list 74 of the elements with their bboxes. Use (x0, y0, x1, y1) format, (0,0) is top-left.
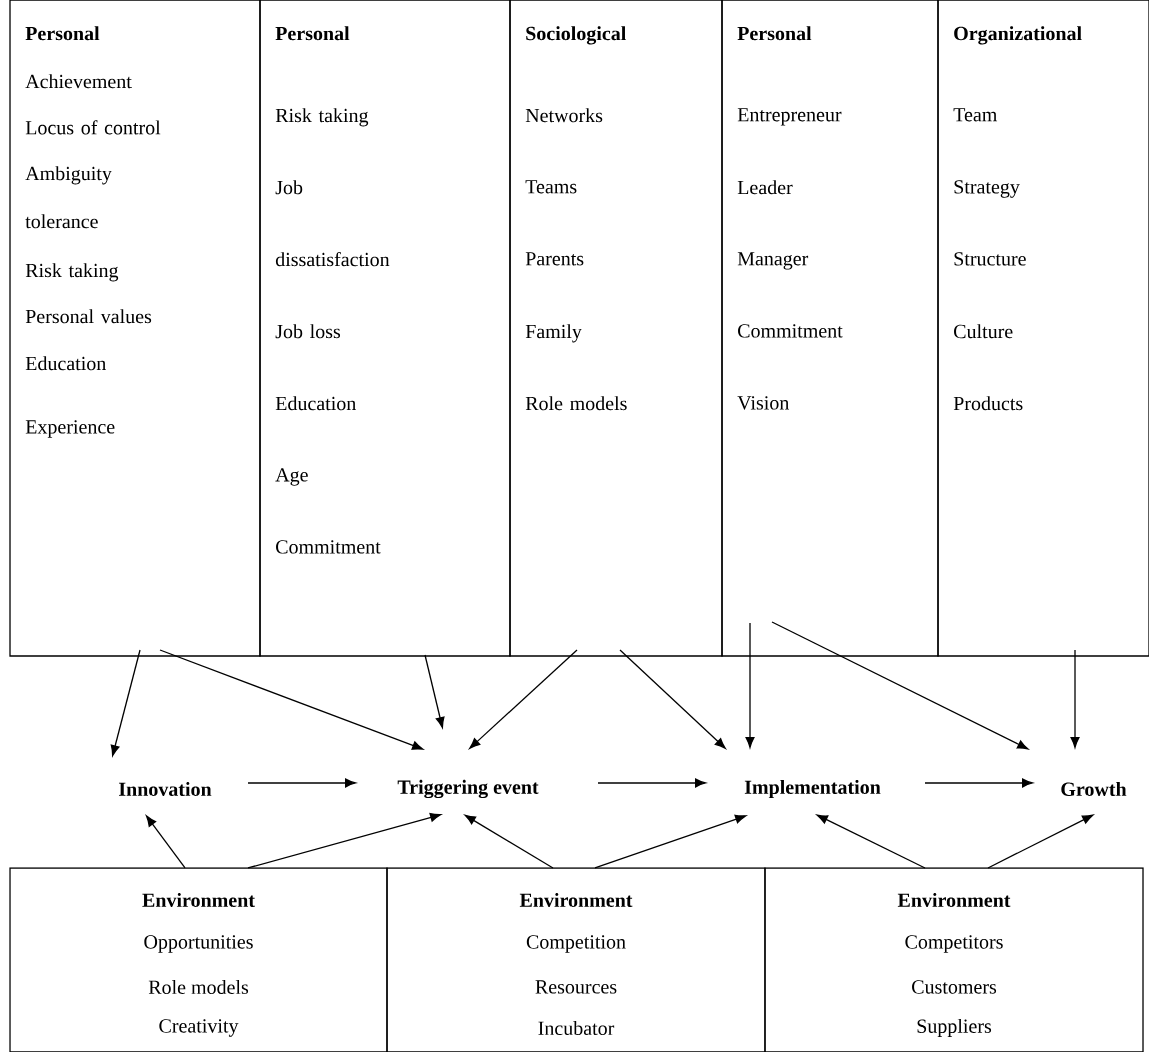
list-item: Structure (954, 252, 1026, 266)
stage-label: Growth (1061, 781, 1127, 796)
column-heading: Environment (142, 892, 255, 907)
list-item: Locus of control (25, 120, 161, 135)
list-item: Competition (526, 935, 626, 953)
arrow (597, 778, 707, 788)
arrow (924, 778, 1034, 788)
list-item: Family (525, 324, 582, 343)
arrow (816, 814, 926, 869)
list-item: Vision (737, 396, 790, 410)
list-item: Role models (148, 979, 249, 994)
list-item: Education (25, 356, 106, 371)
arrow (745, 622, 755, 748)
arrow (159, 649, 424, 750)
list-item: Entrepreneur (737, 108, 842, 126)
list-item: Commitment (276, 540, 381, 554)
list-item: Strategy (954, 180, 1020, 198)
list-item: Role models (525, 396, 627, 411)
list-item: Teams (525, 180, 577, 194)
arrow (145, 815, 186, 869)
table-cell (937, 0, 1149, 657)
list-item: Incubator (538, 1020, 615, 1035)
table-cell (9, 867, 388, 1052)
list-item: Opportunities (144, 935, 253, 953)
list-item: Achievement (25, 74, 132, 89)
column-heading: Personal (25, 26, 100, 41)
column-heading: Environment (897, 892, 1011, 907)
list-item: Competitors (905, 935, 1003, 953)
column-heading: Organizational (954, 26, 1082, 45)
table-cell (764, 867, 1144, 1052)
arrow (247, 812, 442, 869)
column-heading: Personal (737, 26, 812, 41)
table-cell (386, 867, 766, 1052)
table-cell (259, 0, 511, 657)
arrow (464, 814, 554, 869)
list-item: Manager (737, 252, 809, 270)
arrow (110, 649, 141, 757)
list-item: Team (953, 108, 998, 122)
list-item: Products (953, 396, 1023, 411)
arrow (771, 621, 1029, 750)
list-item: Resources (535, 980, 617, 994)
list-item: Education (275, 396, 356, 411)
list-item: Risk taking (25, 263, 119, 282)
column-heading: Sociological (526, 26, 626, 45)
list-item: Parents (525, 252, 584, 266)
list-item: Experience (25, 420, 115, 438)
list-item: Leader (737, 180, 793, 195)
table-cell (721, 0, 939, 657)
arrow (987, 814, 1094, 869)
table-cell (509, 0, 723, 657)
column-heading: Personal (275, 26, 350, 41)
arrow (594, 814, 747, 869)
list-item: Customers (912, 980, 997, 994)
arrow (247, 778, 357, 788)
list-item: Culture (954, 324, 1013, 339)
table-cell (9, 0, 261, 657)
stage-label: Triggering event (397, 779, 539, 799)
arrow (619, 649, 726, 749)
arrow (469, 649, 578, 749)
list-item: Job dissatisfaction (275, 180, 390, 267)
arrow (1070, 649, 1080, 748)
stage-label: Implementation (744, 779, 881, 799)
list-item: Job loss (275, 324, 341, 339)
column-heading: Environment (519, 892, 633, 907)
list-item: Ambiguity tolerance (25, 166, 112, 229)
list-item: Suppliers (917, 1018, 992, 1038)
list-item: Age (275, 468, 308, 486)
list-item: Commitment (738, 324, 843, 338)
list-item: Personal values (25, 309, 152, 324)
arrow (424, 654, 445, 729)
list-item: Networks (525, 108, 603, 123)
list-item: Risk taking (275, 108, 369, 127)
stage-label: Innovation (119, 781, 212, 796)
list-item: Creativity (159, 1019, 239, 1037)
